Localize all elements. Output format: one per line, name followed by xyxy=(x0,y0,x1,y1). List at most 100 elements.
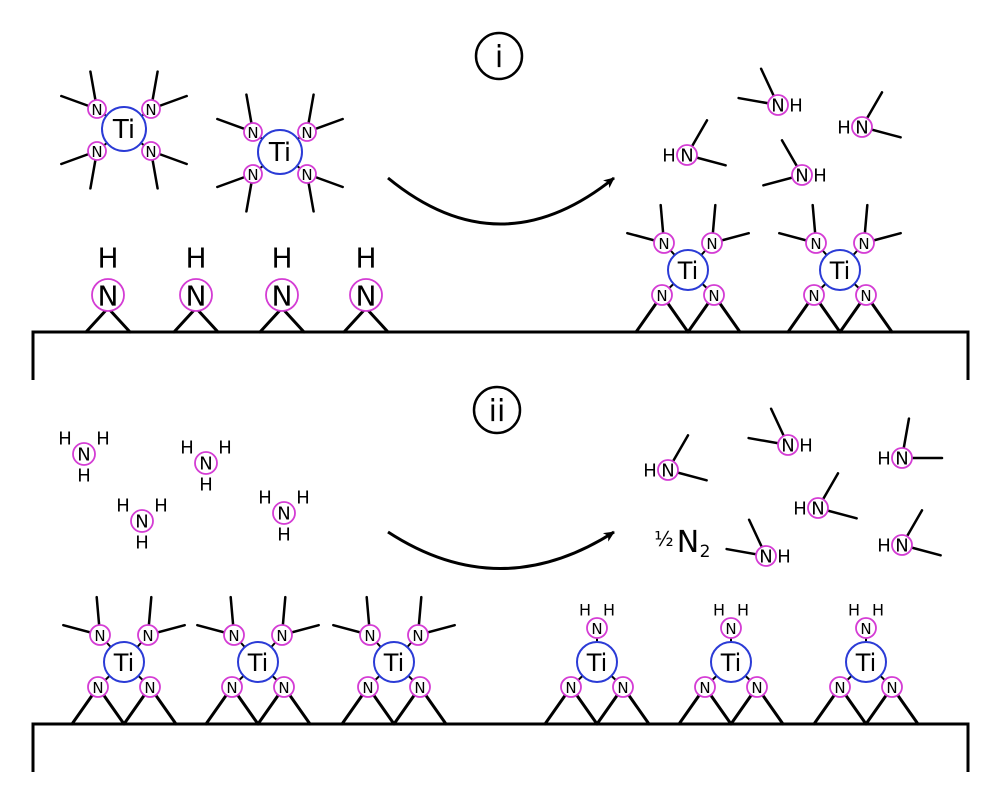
bond-line xyxy=(342,306,368,334)
n-atom-label: N xyxy=(860,620,871,638)
ti-atom-label: Ti xyxy=(112,115,135,145)
surface-h-label: H xyxy=(185,242,206,275)
n-atom-ring xyxy=(87,676,109,698)
n-atom-ring xyxy=(855,617,877,639)
nh2-h-label: H xyxy=(579,601,591,620)
n-atom-ring xyxy=(829,676,851,698)
substrate-surface-bottom xyxy=(31,722,970,772)
step-i-marker: i xyxy=(474,31,524,81)
step-ii-label: ii xyxy=(489,394,506,429)
n-atom-label: N xyxy=(858,235,869,253)
dimethylamine-molecule: NH xyxy=(793,472,858,520)
n-atom-label: N xyxy=(781,436,794,457)
n-atom-ring xyxy=(791,164,813,186)
ti-atom-ring xyxy=(257,129,303,175)
n-atom-ring xyxy=(243,164,263,184)
n-atom-ring xyxy=(881,676,903,698)
n-atom-ring xyxy=(194,451,218,475)
substrate-surface-top xyxy=(31,330,970,380)
n-atom-label: N xyxy=(247,166,258,184)
n-atom-ring xyxy=(851,116,873,138)
nh3-h-label: H xyxy=(277,525,291,546)
n-atom-label: N xyxy=(656,287,667,305)
n-atom-label: N xyxy=(362,679,373,697)
n-atom-label: N xyxy=(895,536,908,557)
n-atom-label: N xyxy=(301,166,312,184)
ti-atom-label: Ti xyxy=(383,649,405,677)
nh3-h-label: H xyxy=(135,533,149,554)
amine-h-label: H xyxy=(837,118,851,139)
n-atom-label: N xyxy=(135,512,148,533)
n-atom-ring xyxy=(243,122,263,142)
n-atom-label: N xyxy=(91,101,102,119)
n-atom-label: N xyxy=(699,679,710,697)
nh3-h-label: H xyxy=(77,466,91,487)
n-atom-ring xyxy=(586,617,608,639)
n-atom-label: N xyxy=(144,679,155,697)
n-atom-ring xyxy=(91,278,125,312)
n-atom-ring xyxy=(803,284,825,306)
n-atom-label: N xyxy=(895,449,908,470)
ti-atom-label: Ti xyxy=(720,649,742,677)
n-atom-ring xyxy=(141,99,161,119)
n-atom-label: N xyxy=(751,679,762,697)
n-atom-ring xyxy=(720,617,742,639)
n2-subscript: 2 xyxy=(700,542,711,562)
nh2-h-label: H xyxy=(872,601,884,620)
n2-symbol: N xyxy=(677,525,699,560)
n-atom-label: N xyxy=(226,679,237,697)
bond-line xyxy=(280,306,306,334)
n-atom-ring xyxy=(141,141,161,161)
ti-atom-ring xyxy=(576,641,618,683)
n-atom-ring xyxy=(651,284,673,306)
n-atom-label: N xyxy=(795,166,808,187)
n-atom-label: N xyxy=(228,627,239,645)
ti-atom-label: Ti xyxy=(247,649,269,677)
n-atom-label: N xyxy=(886,679,897,697)
bond-line xyxy=(194,306,220,334)
n-atom-ring xyxy=(272,501,296,525)
n-atom-label: N xyxy=(617,679,628,697)
step-i-label: i xyxy=(495,40,503,75)
dimethylamine-molecule: NH xyxy=(837,91,902,139)
amine-h-label: H xyxy=(877,449,891,470)
n-atom-label: N xyxy=(301,124,312,142)
n-atom-label: N xyxy=(356,280,377,313)
n-atom-label: N xyxy=(145,143,156,161)
n-atom-ring xyxy=(179,278,213,312)
amine-h-label: H xyxy=(789,96,803,117)
n-atom-ring xyxy=(409,676,431,698)
amine-h-label: H xyxy=(813,166,827,187)
bond-line xyxy=(84,306,110,334)
n-atom-label: N xyxy=(811,499,824,520)
amine-h-label: H xyxy=(799,436,813,457)
n-atom-ring xyxy=(87,141,107,161)
ti-atom-label: Ti xyxy=(268,138,291,168)
ti-atom-ring xyxy=(667,249,709,291)
n-atom-ring xyxy=(701,232,723,254)
amine-h-label: H xyxy=(777,547,791,568)
ti-atom-ring xyxy=(101,106,147,152)
n-atom-ring xyxy=(746,676,768,698)
substrate-outline xyxy=(31,330,970,380)
ti-atom-label: Ti xyxy=(113,649,135,677)
n-atom-ring xyxy=(891,447,913,469)
n-atom-label: N xyxy=(277,504,290,525)
n-atom-ring xyxy=(349,278,383,312)
n-atom-ring xyxy=(855,284,877,306)
dimethylamine-molecule: NH xyxy=(662,119,727,167)
n-atom-label: N xyxy=(771,96,784,117)
step-ii-marker: ii xyxy=(472,385,522,435)
amine-h-label: H xyxy=(643,461,657,482)
